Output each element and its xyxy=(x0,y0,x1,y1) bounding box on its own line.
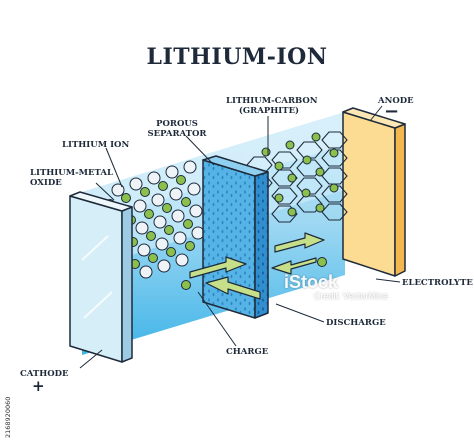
charge-arrow-left xyxy=(271,257,317,275)
charge-arrow-right xyxy=(189,256,247,279)
diagram-title: LITHIUM-ION xyxy=(146,44,328,70)
label-lithium-ion: LITHIUM ION xyxy=(62,140,130,150)
transit-ions xyxy=(181,257,327,290)
cathode-plus-sign: + xyxy=(32,377,45,395)
cathode-plate xyxy=(69,191,133,363)
charge-discharge-arrows xyxy=(189,232,325,300)
label-cathode: CATHODE xyxy=(20,369,69,379)
label-lithium-carbon-1: LITHIUM-CARBON xyxy=(226,96,318,106)
watermark: iStock Credit: VectorMine xyxy=(284,272,388,301)
anode-plate xyxy=(342,107,406,277)
stock-id: 2168920060 xyxy=(4,396,12,438)
anode-minus-sign: − xyxy=(384,101,400,122)
label-lithium-carbon-2: (GRAPHITE) xyxy=(238,106,300,116)
leader-lines xyxy=(79,105,401,369)
label-anode: ANODE xyxy=(378,96,414,106)
label-charge: CHARGE xyxy=(226,347,269,357)
porous-separator xyxy=(202,155,269,319)
label-electrolyte: ELECTROLYTE xyxy=(402,278,473,288)
label-lithium-metal-oxide-1: LITHIUM-METAL xyxy=(30,168,113,178)
discharge-arrow-left xyxy=(205,276,261,300)
discharge-arrow-right xyxy=(274,232,325,253)
watermark-brand: iStock xyxy=(284,272,339,292)
label-porous-separator-1: POROUS xyxy=(156,119,198,129)
label-porous-separator-2: SEPARATOR xyxy=(147,129,207,139)
label-discharge: DISCHARGE xyxy=(326,318,386,328)
watermark-credit: Credit: VectorMine xyxy=(314,291,389,301)
label-lithium-metal-oxide-2: OXIDE xyxy=(30,178,62,188)
